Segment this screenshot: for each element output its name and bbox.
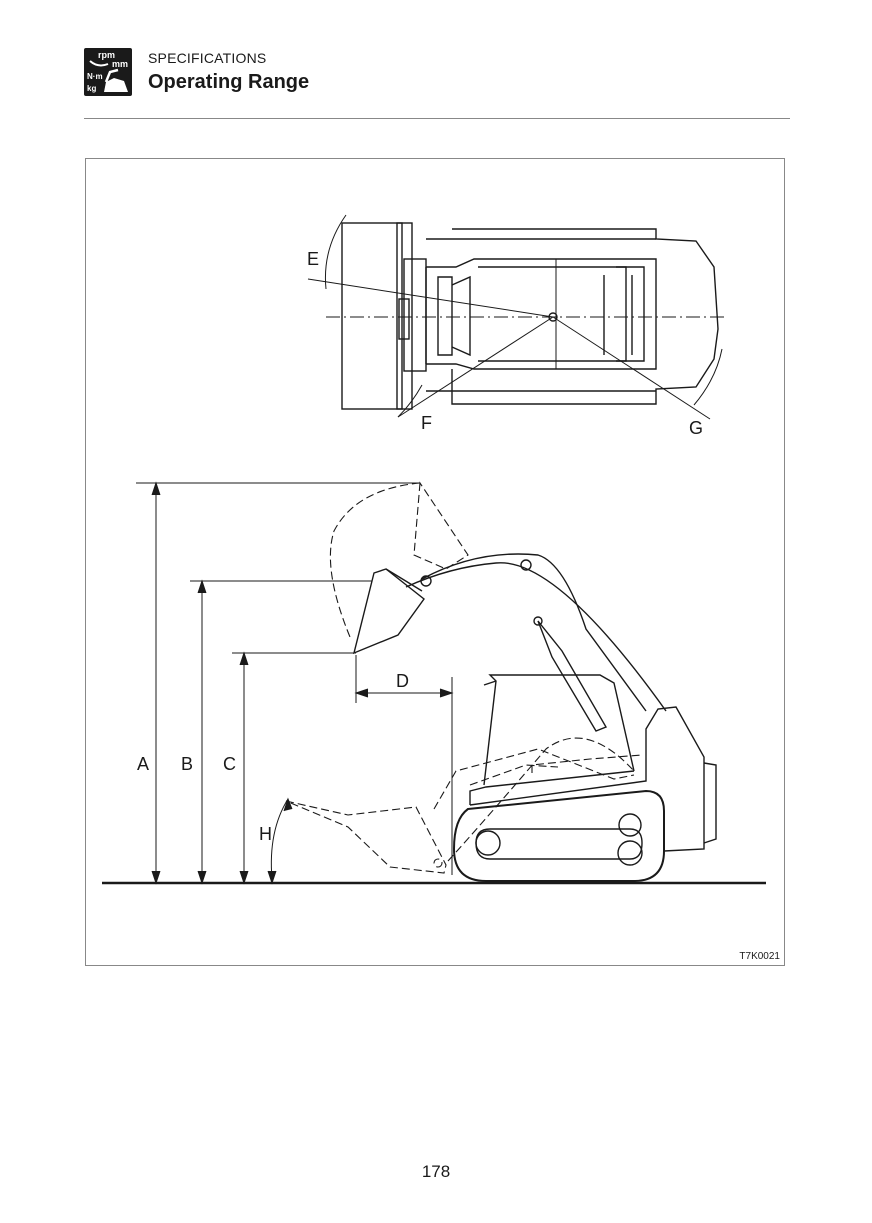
page-header: rpm mm N·m kg SPECIFICATIONS Operating R… — [84, 46, 790, 120]
top-view-drawing — [308, 215, 726, 419]
label-g: G — [689, 418, 703, 438]
label-b: B — [181, 754, 193, 774]
svg-text:N·m: N·m — [87, 72, 103, 81]
header-divider — [84, 118, 790, 119]
page-number: 178 — [0, 1162, 872, 1182]
label-a: A — [137, 754, 149, 774]
label-c: C — [223, 754, 236, 774]
operating-range-diagram: E F G A B C D H — [86, 159, 784, 965]
specifications-icon: rpm mm N·m kg — [84, 48, 132, 96]
side-view-hidden-lines — [286, 483, 642, 873]
label-d: D — [396, 671, 409, 691]
section-label: SPECIFICATIONS — [148, 50, 266, 66]
figure-code: T7K0021 — [739, 951, 780, 962]
label-f: F — [421, 413, 432, 433]
operating-range-figure: E F G A B C D H T7K0021 — [85, 158, 785, 966]
dimension-labels: E F G A B C D H — [137, 249, 703, 844]
label-e: E — [307, 249, 319, 269]
svg-text:mm: mm — [112, 59, 128, 69]
page-title: Operating Range — [148, 71, 309, 94]
svg-text:kg: kg — [87, 84, 96, 93]
label-h: H — [259, 824, 272, 844]
